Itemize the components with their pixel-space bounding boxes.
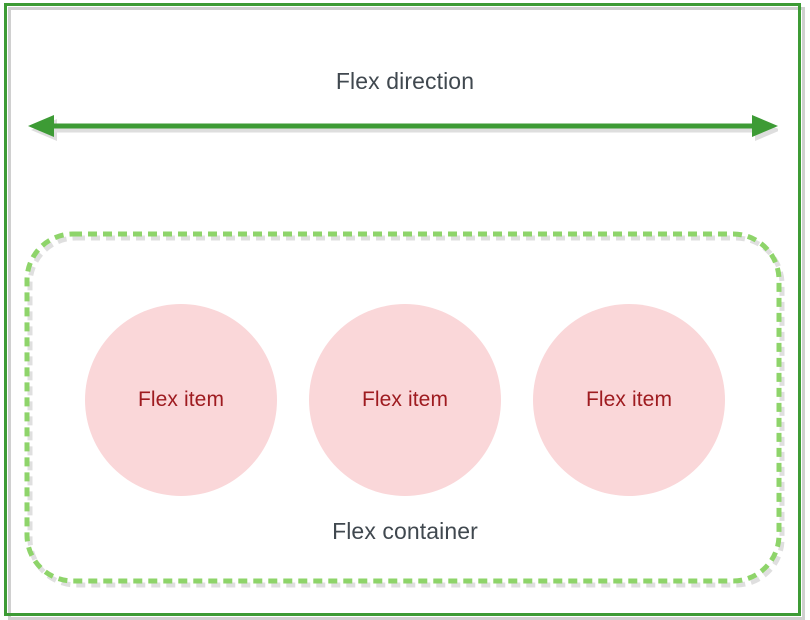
flex-item-label: Flex item (585, 388, 673, 411)
flex-direction-arrow (28, 108, 778, 148)
outer-frame (4, 3, 801, 616)
flex-item-3: Flex item (533, 304, 725, 496)
flex-item-label: Flex item (137, 388, 225, 411)
flex-item-2: Flex item (309, 304, 501, 496)
outer-frame-shadow (8, 7, 805, 620)
flex-item-1: Flex item (85, 304, 277, 496)
flex-item-label: Flex item (361, 388, 449, 411)
flex-direction-title: Flex direction (335, 68, 475, 94)
flex-container-label: Flex container (332, 518, 478, 544)
flex-items-row: Flex item Flex item Flex item (85, 303, 725, 497)
flex-container-outline (24, 231, 786, 588)
